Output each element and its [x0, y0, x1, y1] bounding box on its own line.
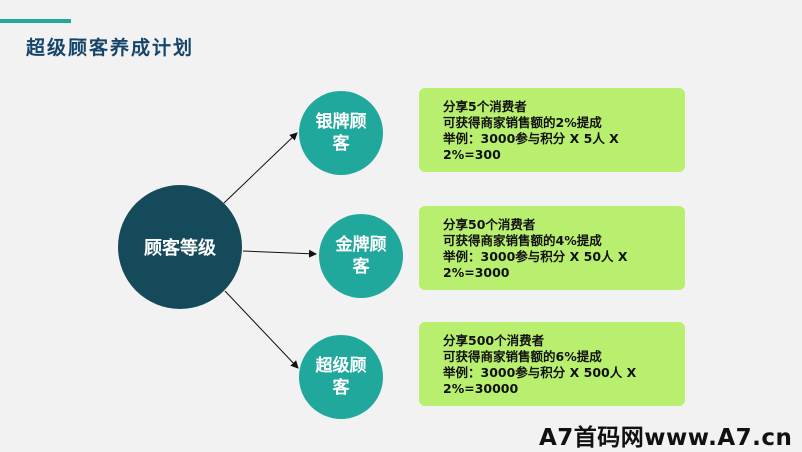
- gold-customer-label: 金牌顾客: [335, 235, 387, 277]
- gold-example: 举例：3000参与积分 X 50人 X 2%=3000: [443, 249, 628, 280]
- super-commission: 可获得商家销售额的6%提成: [443, 349, 602, 364]
- super-share-requirement: 分享500个消费者: [443, 333, 545, 348]
- silver-benefit-card: 分享5个消费者 可获得商家销售额的2%提成 举例：3000参与积分 X 5人 X…: [419, 88, 685, 172]
- arrow-to-silver: [223, 132, 298, 204]
- gold-benefit-card: 分享50个消费者 可获得商家销售额的4%提成 举例：3000参与积分 X 50人…: [419, 206, 685, 290]
- super-customer-label: 超级顾客: [315, 356, 367, 398]
- gold-commission: 可获得商家销售额的4%提成: [443, 233, 602, 248]
- gold-share-requirement: 分享50个消费者: [443, 217, 536, 232]
- silver-example: 举例：3000参与积分 X 5人 X 2%=300: [443, 131, 619, 162]
- customer-level-label: 顾客等级: [144, 238, 216, 259]
- title-accent-bar: [0, 19, 71, 23]
- super-customer-node: 超级顾客: [299, 335, 383, 419]
- page-title: 超级顾客养成计划: [26, 37, 195, 59]
- arrow-to-gold: [242, 249, 317, 258]
- gold-customer-node: 金牌顾客: [319, 214, 403, 298]
- silver-customer-node: 银牌顾客: [299, 91, 383, 175]
- site-watermark: A7首码网www.A7.cn: [539, 425, 793, 451]
- silver-share-requirement: 分享5个消费者: [443, 99, 527, 114]
- arrow-to-super: [224, 290, 299, 369]
- customer-level-node: 顾客等级: [118, 185, 242, 309]
- silver-customer-label: 银牌顾客: [315, 112, 367, 154]
- silver-commission: 可获得商家销售额的2%提成: [443, 115, 602, 130]
- super-benefit-card: 分享500个消费者 可获得商家销售额的6%提成 举例：3000参与积分 X 50…: [419, 322, 685, 406]
- super-example: 举例：3000参与积分 X 500人 X 2%=30000: [443, 365, 637, 396]
